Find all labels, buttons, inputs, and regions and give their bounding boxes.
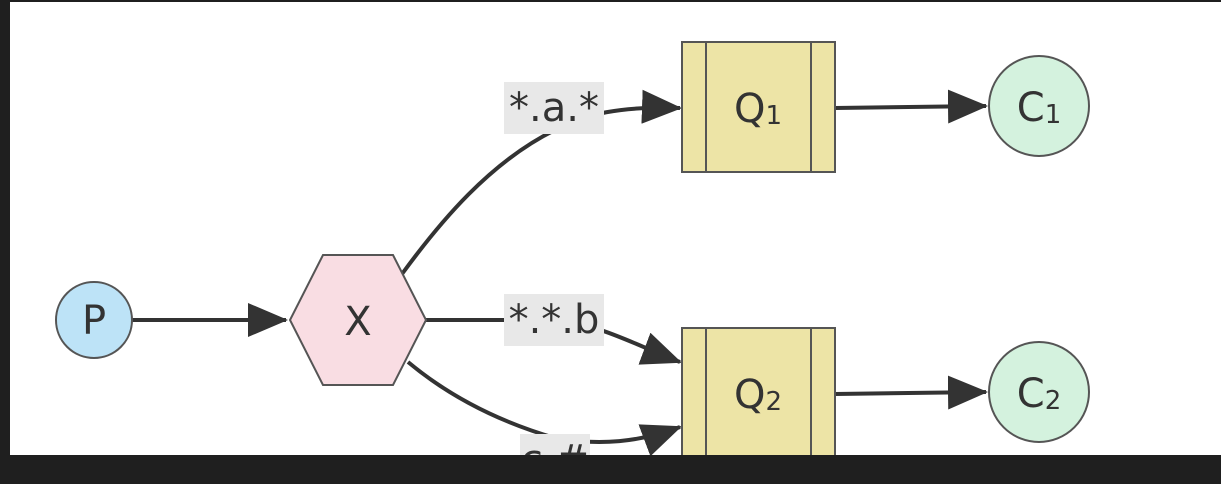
consumer2-label-sub: 2	[1045, 386, 1062, 416]
diagram-canvas: *.a.* *.*.b c.# P X Q1	[10, 2, 1221, 455]
queue2-label-main: Q	[734, 372, 765, 418]
consumer1-label-sub: 1	[1045, 100, 1062, 130]
edge-label-text: c.#	[521, 437, 589, 455]
producer-label: P	[82, 298, 106, 344]
edge-label-c-hash: c.#	[520, 434, 590, 455]
queue2-label-sub: 2	[765, 387, 782, 417]
queue1-label-sub: 1	[765, 101, 782, 131]
queue1-node[interactable]: Q1	[681, 41, 836, 173]
exchange-label: X	[344, 299, 371, 345]
producer-node[interactable]: P	[55, 281, 133, 359]
edge-queue2-consumer2	[834, 375, 988, 410]
topic-exchange-diagram: *.a.* *.*.b c.# P X Q1	[55, 41, 1090, 455]
exchange-node[interactable]: X	[288, 254, 428, 386]
edge-label-star-a-star: *.a.*	[504, 82, 604, 134]
queue2-node[interactable]: Q2	[681, 327, 836, 455]
consumer1-label: C1	[1017, 85, 1061, 131]
consumer2-label-main: C	[1017, 371, 1045, 417]
edge-label-text: *.a.*	[509, 85, 599, 131]
edge-label-star-star-b: *.*.b	[504, 294, 604, 346]
queue1-label-main: Q	[734, 86, 765, 132]
edge-queue1-consumer1	[834, 89, 988, 124]
consumer1-node[interactable]: C1	[988, 55, 1090, 157]
edge-label-text: *.*.b	[509, 297, 600, 343]
edge-exchange-queue2-c	[406, 360, 682, 455]
queue2-label: Q2	[734, 372, 782, 418]
consumer2-node[interactable]: C2	[988, 341, 1090, 443]
consumer1-label-main: C	[1017, 85, 1045, 131]
queue1-label: Q1	[734, 86, 782, 132]
consumer2-label: C2	[1017, 371, 1061, 417]
